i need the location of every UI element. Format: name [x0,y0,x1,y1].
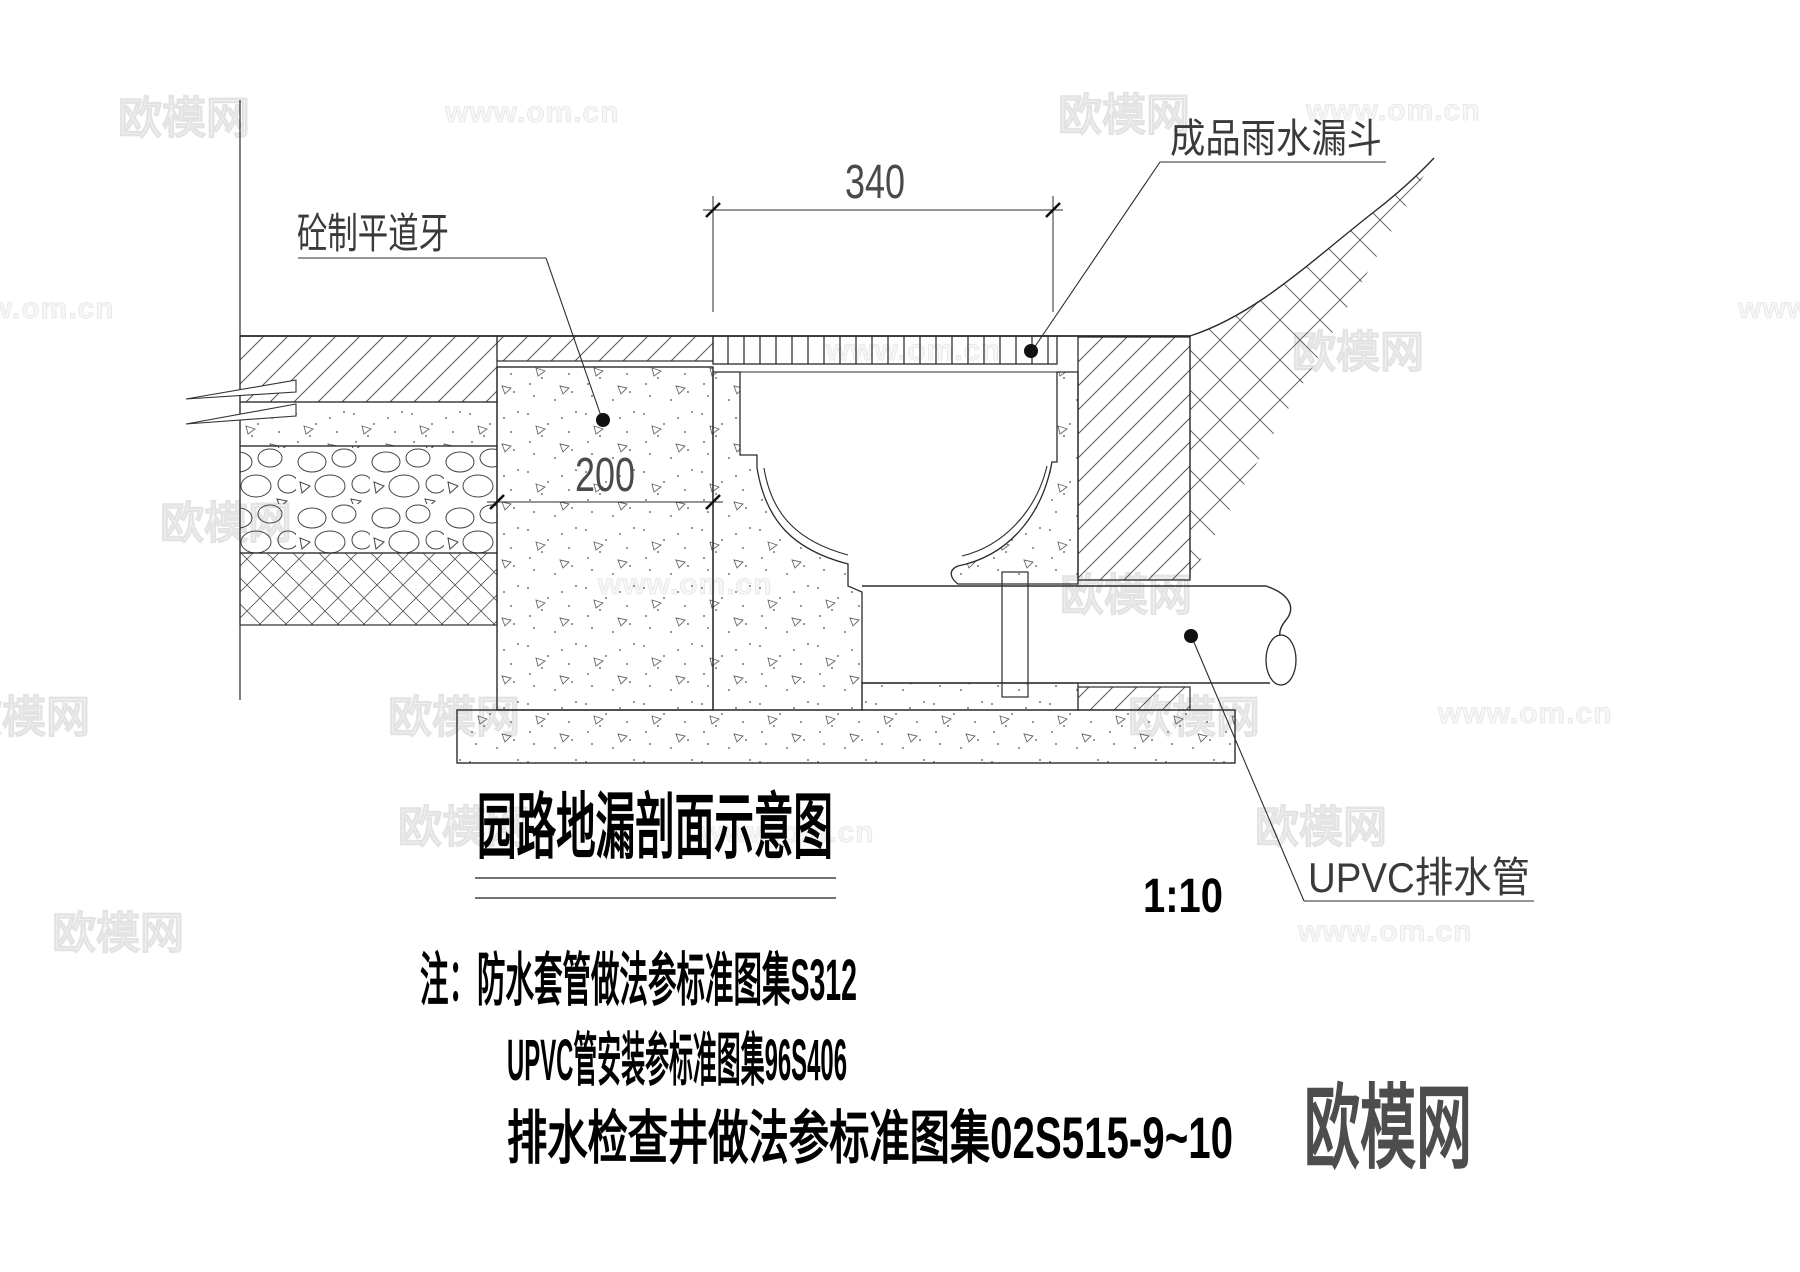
rain-hopper-chamber [712,371,1079,711]
dim-text-340: 340 [845,156,905,209]
grate-bars [712,335,1058,365]
label-rain-hopper: 成品雨水漏斗 [1024,117,1386,358]
leader-dot [1024,344,1038,358]
pavement-subgrade-layer [239,552,498,626]
dim-tick [705,494,721,510]
upvc-pipe-label: UPVC排水管 [1308,854,1530,901]
leader-line [545,257,602,417]
soil-mound [1189,157,1435,578]
watermark-site-name: 欧模网 [118,94,250,143]
leader-dot [596,413,610,427]
mound-fill [1190,158,1434,578]
right-wall-upper [1077,336,1191,581]
pavement-layers [185,335,498,626]
drain-grate [712,335,1058,373]
watermark-site-url: www.om.cn [444,96,620,129]
dim-text-200: 200 [575,449,635,502]
dimension-grate-width: 340 [703,156,1063,312]
curb-label: 砼制平道牙 [297,210,449,257]
mound-surface-line [1189,157,1435,337]
curb-cap-mortar [496,335,714,362]
chamber-left-wall [712,371,863,711]
curb-block [496,335,714,711]
drawing-title: 园路地漏剖面示意图 [477,788,833,868]
notes-block: 注：防水套管做法参标准图集S312 UPVC管安装参标准图集96S406 排水检… [420,948,1233,1171]
watermark-site-url: www.om.cn [1737,292,1800,325]
leader-line [1033,161,1161,349]
break-mark [185,403,297,425]
watermark-site-name: 欧模网 [0,693,90,742]
label-upvc-pipe: UPVC排水管 [1184,629,1534,902]
watermark-site-url: www.om.cn [0,292,115,325]
pipe-end-section [1265,634,1297,686]
pipe-top-line [862,585,1292,637]
section-linework [185,100,1435,764]
waterproof-sleeve [1001,571,1029,698]
rain-hopper-label: 成品雨水漏斗 [1170,117,1382,161]
dimension-curb-width: 200 [487,449,723,510]
dim-tick [1045,202,1061,218]
watermark-site-url: www.om.cn [699,816,875,849]
note-line: 注：防水套管做法参标准图集S312 [420,948,857,1013]
site-logo: 欧模网 [1304,1078,1472,1180]
watermark-site-name: 欧模网 [1058,91,1190,140]
hopper-left-lining [763,467,849,556]
drawing-scale: 1:10 [1143,870,1223,923]
break-mark [185,379,297,400]
watermark-site-name: 欧模网 [1255,803,1387,852]
drain-pipe [862,571,1297,698]
watermark-site-url: www.om.cn [1437,697,1613,730]
watermark-site-url: www.om.cn [1297,915,1473,948]
watermark-site-name: 欧模网 [52,909,184,958]
dim-tick [705,202,721,218]
note-line: 排水检查井做法参标准图集02S515-9~10 [507,1106,1233,1171]
title-block: 园路地漏剖面示意图 1:10 [475,788,1223,923]
watermark-site-url: www.om.cn [1305,94,1481,127]
leader-line [1192,639,1305,902]
foundation-slab [456,709,1236,764]
dim-tick [489,494,505,510]
right-wall-below-pipe [1077,686,1191,711]
leader-dot [1184,629,1198,643]
note-line: UPVC管安装参标准图集96S406 [507,1028,847,1093]
hopper-right-lining [961,465,1048,557]
watermark-site-name: 欧模网 [398,803,530,852]
pavement-gravel-layer [239,445,498,554]
chamber-right-wall [950,371,1079,585]
label-curb: 砼制平道牙 [297,210,610,427]
chamber-floor [861,682,1079,711]
